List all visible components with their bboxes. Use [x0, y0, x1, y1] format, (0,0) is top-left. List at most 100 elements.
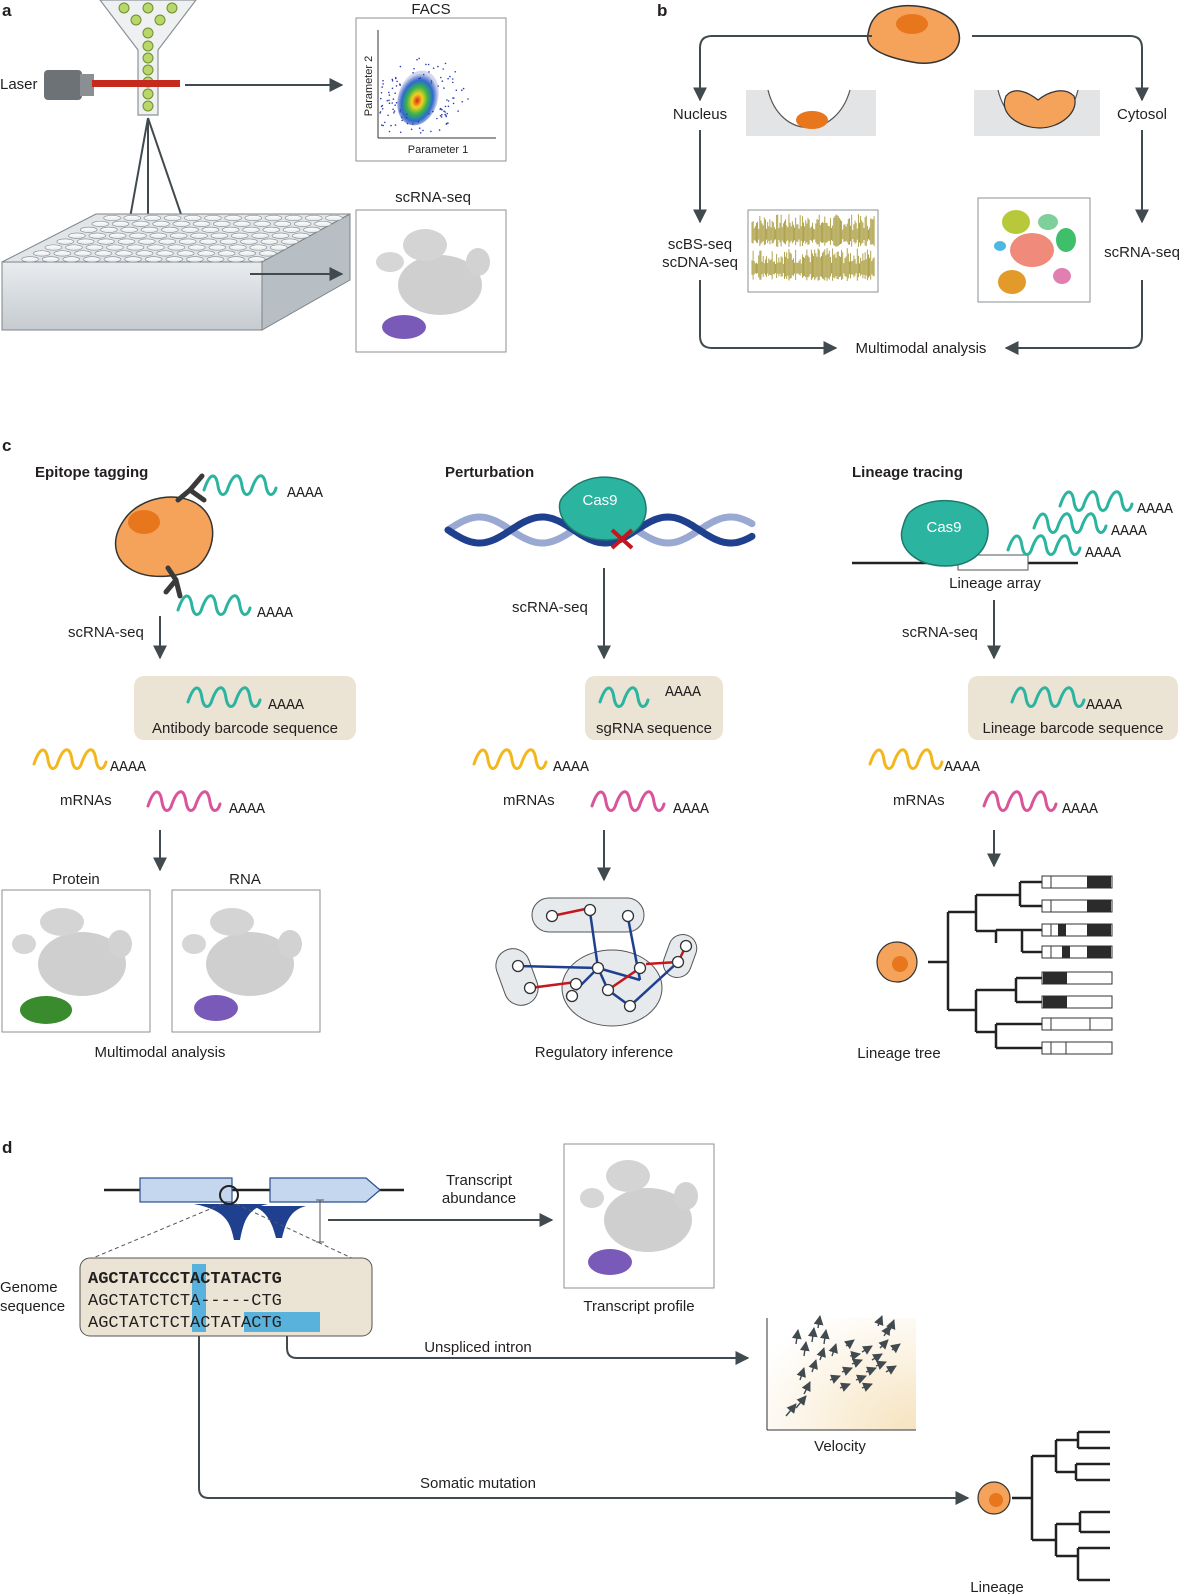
well [124, 256, 142, 263]
well [163, 214, 182, 222]
panel-b-label: b [657, 1, 667, 20]
well [227, 256, 245, 263]
dna-strand [444, 513, 756, 547]
facs-point [455, 89, 458, 92]
facs-point [379, 112, 381, 114]
well [129, 232, 147, 239]
lineage-wave-1 [1058, 490, 1134, 512]
well [94, 250, 113, 257]
velocity-arrow [865, 1366, 877, 1376]
facs-point [394, 76, 397, 79]
seq-reference: AGCTATCCCTACTATACTG [88, 1270, 282, 1289]
polya-epi-bottom: AAAA [257, 605, 293, 622]
facs-point [437, 65, 439, 68]
well [91, 220, 110, 227]
facs-xlabel: Parameter 1 [408, 144, 469, 156]
panel-a: a Laser FACS Parameter 1 Parameter 2 [0, 0, 507, 353]
well [284, 214, 303, 222]
adt-barcode-wave-bottom [176, 594, 252, 616]
well [210, 232, 229, 239]
velocity-arrow [855, 1374, 867, 1384]
mrna-wave-yellow-lin [868, 748, 944, 770]
barcode-edit [1043, 996, 1067, 1008]
facs-point [442, 68, 445, 70]
well [100, 226, 118, 233]
abundance-scale [316, 1199, 324, 1243]
well [219, 238, 238, 245]
panel-a-label: a [2, 1, 12, 20]
facs-point [393, 110, 396, 112]
nucleus-well [746, 90, 876, 136]
facs-point [396, 80, 398, 83]
polya-lin-box: AAAA [1086, 697, 1122, 714]
well [186, 256, 204, 263]
velocity-arrows [785, 1315, 901, 1417]
facs-point [394, 92, 397, 94]
facs-point [410, 128, 413, 131]
facs-point [399, 111, 401, 113]
well [158, 238, 177, 245]
epitope-cell [114, 496, 214, 578]
transcript-profile-label: Transcript profile [583, 1298, 694, 1315]
well [56, 238, 74, 245]
snv-highlight [192, 1264, 206, 1332]
barcode-edit [1087, 900, 1111, 912]
laser-device [44, 70, 180, 100]
barcode-edit [1058, 924, 1066, 936]
facs-point [394, 124, 397, 126]
polya-per-pink: AAAA [673, 801, 709, 818]
facs-point [382, 124, 385, 127]
well [44, 244, 63, 251]
coverage-peak-1 [194, 1204, 268, 1240]
epitope-mrnas: mRNAs [60, 792, 112, 809]
well [176, 250, 195, 257]
facs-point [449, 75, 451, 78]
methylation-tracks [751, 214, 875, 281]
laser-label: Laser [0, 76, 38, 93]
facs-point [422, 129, 424, 132]
cas9-lineage [900, 499, 989, 567]
well [270, 244, 288, 251]
well [143, 214, 162, 222]
velocity-arrow [819, 1329, 830, 1345]
facs-point [454, 71, 457, 73]
velocity-label: Velocity [814, 1438, 866, 1455]
facs-point [390, 124, 392, 127]
mrna-wave-pink-lin [982, 790, 1058, 812]
well [233, 220, 251, 227]
scrna-title: scRNA-seq [395, 189, 471, 206]
velocity-arrow [861, 1345, 873, 1355]
lineage-step: scRNA-seq [902, 624, 978, 641]
facs-point [391, 80, 394, 82]
transcript-tsne [580, 1160, 698, 1275]
lineage-d-nucleus [989, 1493, 1003, 1507]
lineage-array-label: Lineage array [949, 575, 1041, 592]
facs-point [447, 105, 450, 108]
facs-point [422, 73, 425, 76]
polya-epi-pink: AAAA [229, 801, 265, 818]
well [190, 232, 208, 239]
facs-point [395, 101, 398, 104]
facs-point [392, 108, 394, 111]
velocity-arrow [807, 1327, 818, 1343]
facs-point [430, 82, 433, 84]
lineage-root-nucleus [892, 956, 908, 972]
polya-per-box: AAAA [665, 684, 701, 701]
snv-circle [219, 1185, 239, 1205]
arrow-to-nucleus [693, 35, 872, 102]
lineage-box-wave [1010, 686, 1086, 708]
velocity-arrow [839, 1382, 851, 1392]
facs-point [406, 113, 408, 116]
well [140, 226, 159, 233]
facs-point [447, 77, 449, 80]
well [260, 238, 279, 245]
velocity-arrow [829, 1374, 841, 1384]
adt-barcode-wave-top [202, 474, 278, 496]
mrna-wave-pink-pert [590, 790, 666, 812]
polya-lin-1: AAAA [1137, 501, 1173, 518]
well [325, 214, 343, 222]
arrow-to-cytosol [972, 35, 1149, 102]
facs-point [432, 110, 434, 113]
well [103, 256, 122, 263]
well [83, 256, 101, 263]
